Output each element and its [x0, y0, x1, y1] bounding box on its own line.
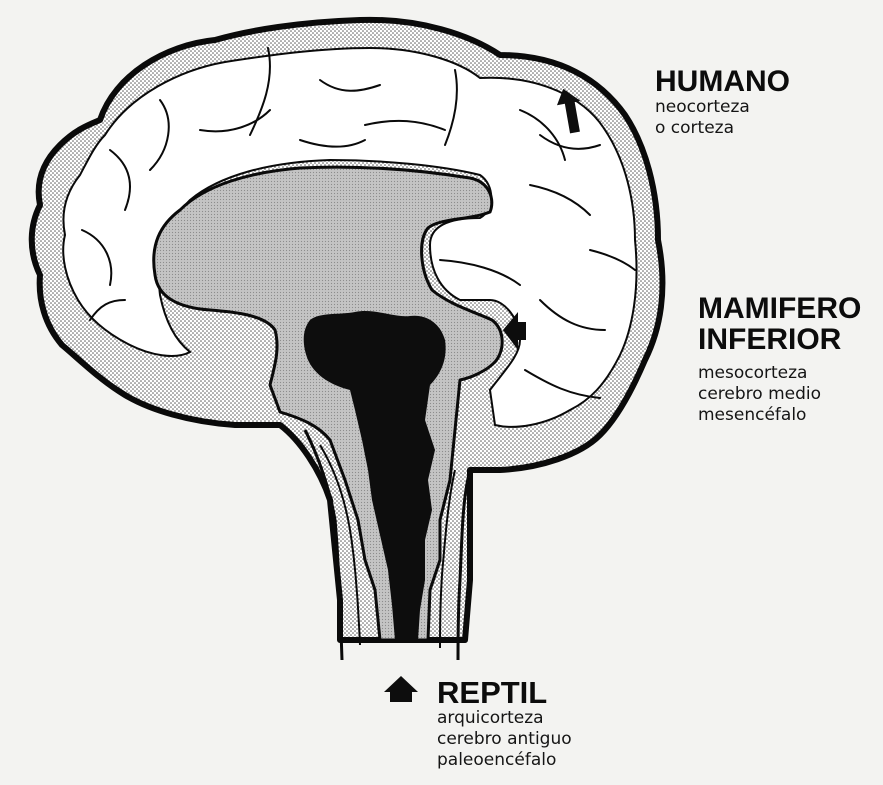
- brainstem-inner-left: [319, 444, 361, 646]
- reptil-line-1: arquicorteza: [437, 708, 544, 728]
- mamifero-line-2: cerebro medio: [698, 384, 822, 404]
- arrow-icon-reptil: [384, 676, 418, 702]
- humano-title: HUMANO: [655, 65, 790, 98]
- cortex-sulci: [81, 47, 636, 399]
- mamifero-line-1: mesocorteza: [698, 363, 808, 383]
- neocortex-white-area: [62, 46, 638, 428]
- reptil-line-3: paleoencéfalo: [437, 750, 557, 770]
- arrow-icon-mamifero: [503, 312, 526, 350]
- reptil-title-text: REPTIL: [437, 675, 548, 710]
- reptil-line-2: cerebro antiguo: [437, 729, 572, 749]
- brainstem-inner-right: [439, 469, 456, 649]
- label-reptil: REPTIL arquicorteza cerebro antiguo pale…: [437, 677, 572, 771]
- brainstem-outline-right: [456, 469, 472, 661]
- reptil-title: REPTIL: [437, 677, 572, 708]
- mamifero-title-line-1: MAMIFERO: [698, 292, 862, 325]
- mamifero-title-line-2: INFERIOR: [698, 323, 842, 356]
- arrow-icon-humano: [556, 88, 581, 134]
- reptilian-core: [303, 311, 446, 640]
- humano-line-2: o corteza: [655, 118, 735, 138]
- label-humano: HUMANO neocorteza o corteza: [655, 66, 790, 139]
- label-mamifero-inferior: MAMIFERO INFERIOR mesocorteza cerebro me…: [698, 293, 861, 426]
- brainstem-outline-left: [303, 429, 344, 661]
- mamifero-line-3: mesencéfalo: [698, 405, 807, 425]
- humano-line-1: neocorteza: [655, 97, 750, 117]
